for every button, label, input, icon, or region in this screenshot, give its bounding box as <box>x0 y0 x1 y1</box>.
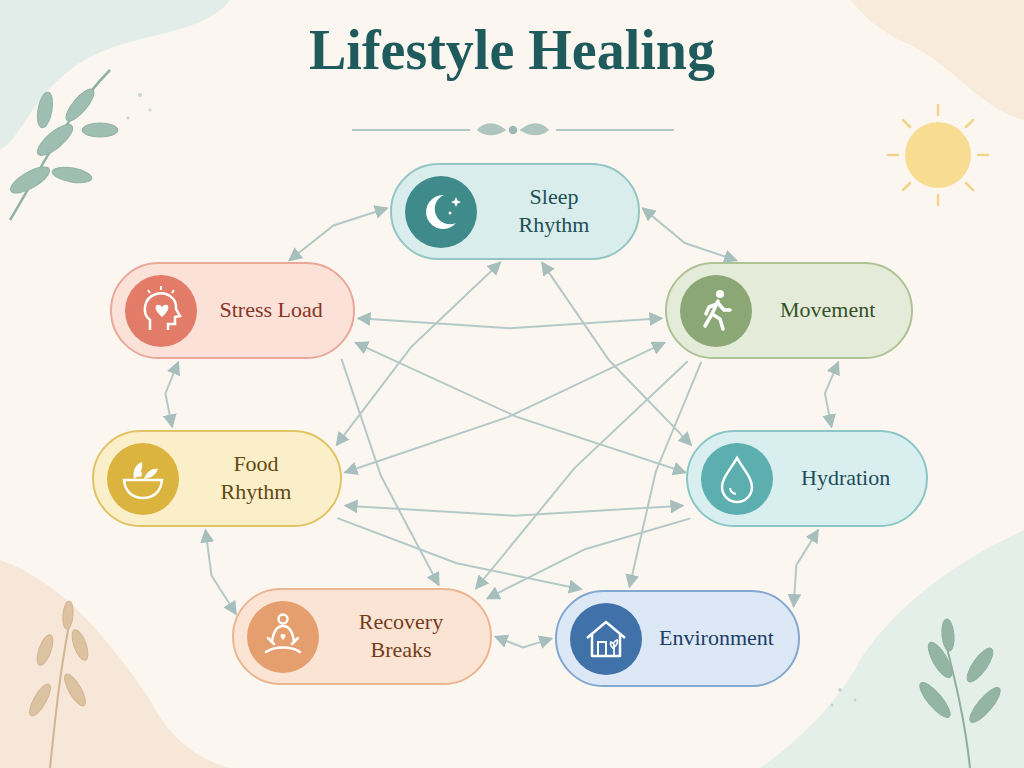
lifestyle-pill: Recovery Breaks <box>232 588 492 685</box>
node-icon <box>679 274 753 348</box>
node-label: Environment <box>659 624 774 653</box>
node-icon <box>700 442 774 516</box>
connector-arrow <box>794 530 819 607</box>
connector-arrow <box>825 362 838 427</box>
connector-arrow <box>643 208 737 260</box>
connector-arrow <box>337 518 581 589</box>
connector-arrow <box>206 530 237 614</box>
node-label: Movement <box>780 296 875 325</box>
diagram-title: Lifestyle Healing <box>0 18 1024 82</box>
connector-arrow <box>495 637 552 648</box>
connector-arrow <box>345 506 683 516</box>
lifestyle-pill: Sleep Rhythm <box>390 163 640 260</box>
connector-arrow <box>358 318 662 328</box>
connector-arrow <box>345 343 665 473</box>
lifestyle-pill: Stress Load <box>110 262 355 359</box>
connector-arrow <box>487 518 690 598</box>
node-icon <box>569 602 643 676</box>
node-icon <box>124 274 198 348</box>
node-label: Hydration <box>801 464 890 493</box>
connector-arrow <box>289 208 387 261</box>
node-icon <box>404 175 478 249</box>
node-label: Stress Load <box>220 296 323 325</box>
lifestyle-pill: Environment <box>555 590 800 687</box>
lifestyle-pill: Food Rhythm <box>92 430 342 527</box>
node-icon <box>106 442 180 516</box>
node-label: Sleep Rhythm <box>494 183 614 240</box>
lifestyle-pill: Hydration <box>686 430 928 527</box>
connector-arrow <box>165 362 178 427</box>
lifestyle-pill: Movement <box>665 262 913 359</box>
node-label: Food Rhythm <box>196 450 316 507</box>
node-icon <box>246 600 320 674</box>
node-label: Recovery Breaks <box>336 608 466 665</box>
